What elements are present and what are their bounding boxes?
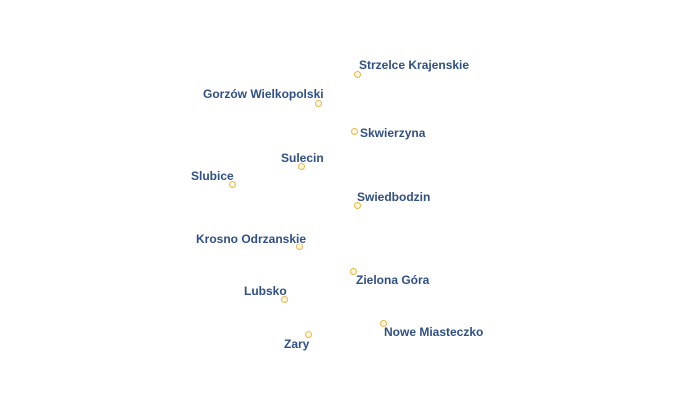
place-marker-sulecin[interactable]	[297, 162, 305, 170]
place-label-zary: Zary	[284, 337, 310, 351]
place-label-krosno-odrzanskie: Krosno Odrzanskie	[196, 232, 307, 246]
place-marker-skwierzyna[interactable]	[350, 127, 358, 135]
place-marker-lubsko[interactable]	[280, 295, 288, 303]
place-marker-krosno-odrzanskie[interactable]	[295, 242, 303, 250]
place-marker-zielona-gora[interactable]	[349, 267, 357, 275]
place-label-strzelce-krajenskie: Strzelce Krajenskie	[359, 58, 470, 72]
place-label-slubice: Slubice	[191, 169, 234, 183]
place-marker-gorzow-wielkopolski[interactable]	[314, 99, 322, 107]
place-marker-swiedbodzin[interactable]	[353, 201, 361, 209]
place-label-sulecin: Sulecin	[281, 151, 324, 165]
place-marker-nowe-miasteczko[interactable]	[379, 319, 387, 327]
place-marker-strzelce-krajenskie[interactable]	[353, 70, 361, 78]
place-label-gorzow-wielkopolski: Gorzów Wielkopolski	[203, 87, 324, 101]
place-marker-slubice[interactable]	[228, 180, 236, 188]
place-label-skwierzyna: Skwierzyna	[360, 126, 426, 140]
place-label-zielona-gora: Zielona Góra	[356, 273, 430, 287]
place-marker-zary[interactable]	[304, 330, 312, 338]
place-label-nowe-miasteczko: Nowe Miasteczko	[384, 325, 484, 339]
place-label-swiedbodzin: Swiedbodzin	[357, 190, 431, 204]
place-label-lubsko: Lubsko	[244, 284, 287, 298]
